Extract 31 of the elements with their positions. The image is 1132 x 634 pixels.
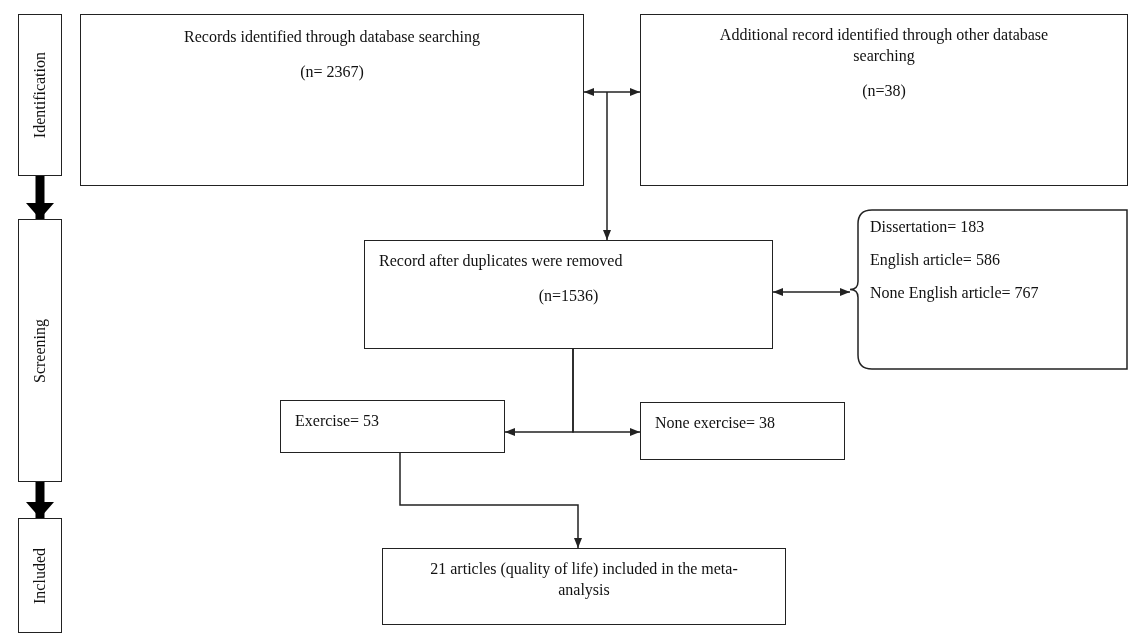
thick-arrow bbox=[26, 176, 54, 219]
arrow bbox=[583, 88, 641, 96]
stage-label: Screening bbox=[29, 318, 50, 383]
box-text: Additional record identified through other database searching bbox=[718, 25, 1050, 67]
box-text: Dissertation= 183 bbox=[870, 217, 986, 237]
arrow bbox=[572, 348, 641, 436]
process-box bbox=[640, 14, 1128, 186]
box-text: Record after duplicates were removed bbox=[379, 251, 624, 272]
stage-label-box bbox=[18, 14, 62, 176]
box-text: Exercise= 53 bbox=[295, 411, 381, 431]
stage-label-box bbox=[18, 518, 62, 633]
process-box bbox=[80, 14, 584, 186]
box-text: 21 articles (quality of life) included in the meta- analysis bbox=[429, 559, 739, 601]
box-text: None exercise= 38 bbox=[655, 413, 777, 433]
arrow bbox=[399, 452, 582, 549]
stage-label-box bbox=[18, 219, 62, 482]
process-box bbox=[280, 400, 505, 453]
count-text: (n=1536) bbox=[537, 285, 600, 307]
process-box bbox=[640, 402, 845, 460]
arrow bbox=[772, 288, 851, 296]
process-box bbox=[364, 240, 773, 349]
count-text: (n=38) bbox=[861, 80, 907, 102]
count-text: English article= 586 bbox=[870, 249, 1001, 271]
thick-arrow bbox=[26, 482, 54, 518]
count-text: (n= 2367) bbox=[299, 61, 365, 83]
stage-label: Identification bbox=[29, 51, 49, 139]
arrow bbox=[603, 91, 611, 241]
process-box bbox=[382, 548, 786, 625]
stage-label: Included bbox=[29, 547, 49, 604]
box-text: Records identified through database searching bbox=[183, 27, 481, 48]
count-text: None English article= 767 bbox=[870, 282, 1040, 304]
